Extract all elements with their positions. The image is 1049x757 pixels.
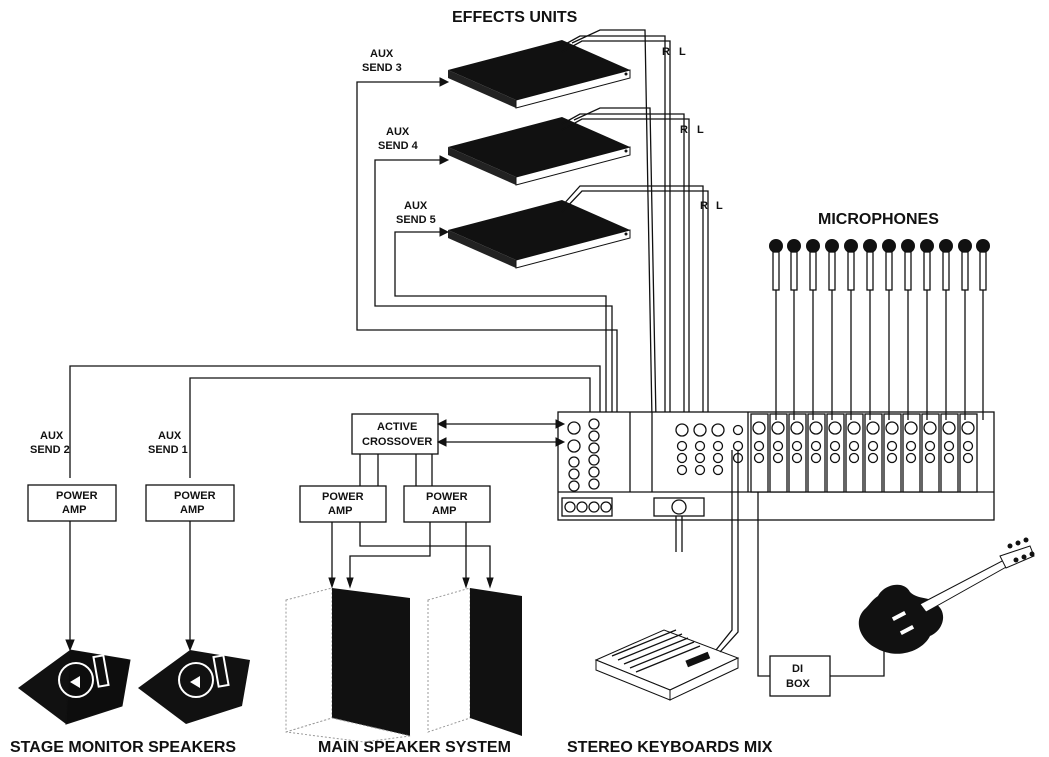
microphones bbox=[769, 239, 990, 420]
microphones-title: MICROPHONES bbox=[818, 211, 939, 228]
stage-monitor-speaker-2 bbox=[138, 650, 250, 724]
effects-unit-2 bbox=[448, 117, 631, 186]
keyboard-mix-cables bbox=[675, 450, 739, 653]
aux-send-2-label: AUX SEND 2 bbox=[30, 430, 70, 456]
svg-text:ACTIVE: ACTIVE bbox=[377, 421, 417, 433]
aux-send-4-label: AUX SEND 4 bbox=[378, 126, 419, 152]
aux-send-5-label: AUX SEND 5 bbox=[396, 200, 436, 226]
effects-return-cables bbox=[561, 29, 709, 421]
microphone bbox=[844, 239, 858, 420]
power-amp-main-left: POWER AMP bbox=[299, 485, 387, 523]
return-channel-knobs bbox=[675, 423, 744, 476]
microphone bbox=[958, 239, 972, 420]
svg-text:AUX: AUX bbox=[158, 430, 182, 442]
aux-send-cables bbox=[69, 77, 618, 478]
stage-monitor-speaker-1 bbox=[18, 649, 131, 725]
stereo-keyboards-mixer bbox=[594, 629, 740, 701]
svg-text:SEND 5: SEND 5 bbox=[396, 214, 436, 226]
return-r-label: R bbox=[700, 200, 708, 212]
di-box: DI BOX bbox=[769, 655, 831, 697]
console-channel-strips bbox=[750, 413, 978, 493]
return-l-label: L bbox=[697, 124, 704, 136]
microphone bbox=[976, 239, 990, 420]
effects-units-title: EFFECTS UNITS bbox=[452, 9, 578, 26]
svg-text:AUX: AUX bbox=[386, 126, 410, 138]
svg-text:SEND 2: SEND 2 bbox=[30, 444, 70, 456]
svg-text:CROSSOVER: CROSSOVER bbox=[362, 436, 432, 448]
power-amp-aux-1: POWER AMP bbox=[145, 484, 235, 522]
crossover-console-cables bbox=[359, 419, 566, 486]
svg-text:POWER: POWER bbox=[174, 490, 216, 502]
microphone bbox=[825, 239, 839, 420]
active-crossover: ACTIVE CROSSOVER bbox=[351, 413, 439, 455]
svg-text:AMP: AMP bbox=[328, 505, 352, 517]
power-amp-main-right: POWER AMP bbox=[403, 485, 491, 523]
microphone bbox=[920, 239, 934, 420]
svg-text:AUX: AUX bbox=[404, 200, 428, 212]
svg-text:POWER: POWER bbox=[56, 490, 98, 502]
svg-text:POWER: POWER bbox=[426, 491, 468, 503]
svg-text:SEND 3: SEND 3 bbox=[362, 62, 402, 74]
microphone bbox=[787, 239, 801, 420]
power-amp-aux-2: POWER AMP bbox=[27, 484, 117, 522]
svg-text:DI: DI bbox=[792, 663, 803, 675]
svg-text:AMP: AMP bbox=[180, 504, 204, 516]
main-speaker-right bbox=[427, 587, 522, 736]
svg-text:AUX: AUX bbox=[370, 48, 394, 60]
svg-text:AMP: AMP bbox=[432, 505, 456, 517]
svg-text:BOX: BOX bbox=[786, 678, 811, 690]
stage-monitor-speakers-title: STAGE MONITOR SPEAKERS bbox=[10, 739, 236, 756]
return-l-label: L bbox=[716, 200, 723, 212]
return-r-label: R bbox=[662, 46, 670, 58]
svg-text:SEND 4: SEND 4 bbox=[378, 140, 419, 152]
main-speaker-left bbox=[285, 587, 411, 743]
electric-guitar bbox=[858, 537, 1035, 654]
main-speaker-system-title: MAIN SPEAKER SYSTEM bbox=[318, 739, 511, 756]
microphone bbox=[901, 239, 915, 420]
return-l-label: L bbox=[679, 46, 686, 58]
microphone bbox=[939, 239, 953, 420]
aux-send-1-label: AUX SEND 1 bbox=[148, 430, 188, 456]
effects-unit-3 bbox=[448, 200, 631, 269]
svg-text:AMP: AMP bbox=[62, 504, 86, 516]
aux-send-3-label: AUX SEND 3 bbox=[362, 48, 402, 74]
microphone bbox=[882, 239, 896, 420]
svg-text:SEND 1: SEND 1 bbox=[148, 444, 188, 456]
stereo-keyboards-mix-title: STEREO KEYBOARDS MIX bbox=[567, 739, 773, 756]
effects-unit-1 bbox=[448, 40, 631, 109]
di-box-cables bbox=[757, 492, 885, 677]
amp-speaker-cables bbox=[65, 521, 494, 652]
microphone bbox=[769, 239, 783, 420]
microphone bbox=[863, 239, 877, 420]
microphone bbox=[806, 239, 820, 420]
svg-text:AUX: AUX bbox=[40, 430, 64, 442]
svg-text:POWER: POWER bbox=[322, 491, 364, 503]
